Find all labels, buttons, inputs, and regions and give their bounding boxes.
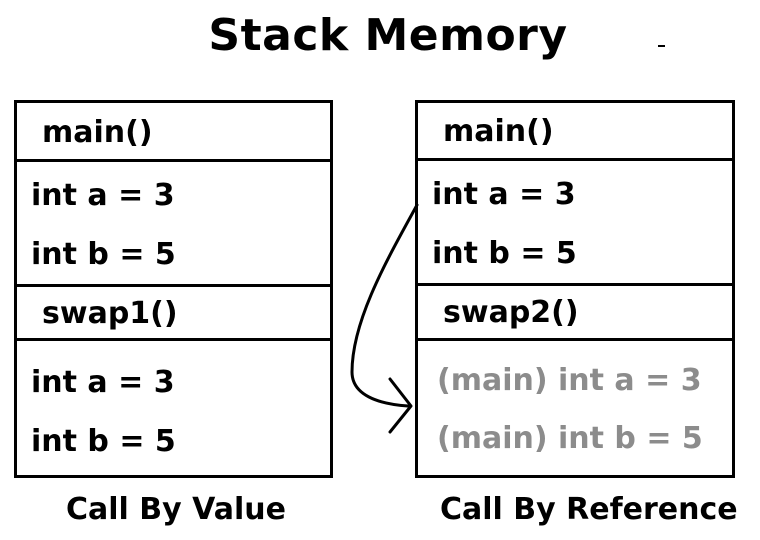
frame-swap1-body: int a = 3 int b = 5: [17, 341, 330, 475]
reference-arrow-head: [388, 377, 413, 434]
caption-call-by-value: Call By Value: [66, 492, 286, 527]
stack-call-by-reference: main() int a = 3 int b = 5 swap2() (main…: [415, 100, 735, 478]
frame-swap2-header: swap2(): [418, 286, 732, 341]
frame-swap1-label: swap1(): [42, 296, 178, 331]
var-a-label: int a = 3: [432, 177, 576, 212]
var-b-label: int b = 5: [31, 237, 176, 272]
frame-main-label: main(): [443, 114, 554, 149]
frame-main-body: int a = 3 int b = 5: [17, 162, 330, 287]
caption-call-by-reference: Call By Reference: [440, 492, 738, 527]
frame-main-header: main(): [17, 103, 330, 162]
var-b-label: int b = 5: [432, 236, 577, 271]
ref-var-a-label: (main) int a = 3: [437, 363, 702, 398]
diagram-title: Stack Memory: [208, 10, 568, 61]
frame-swap2-label: swap2(): [443, 295, 579, 330]
reference-arrow-curve: [350, 203, 419, 408]
stray-dash-mark: [658, 45, 665, 47]
var-b-label: int b = 5: [31, 424, 176, 459]
frame-swap1-header: swap1(): [17, 287, 330, 341]
frame-main-header: main(): [418, 103, 732, 161]
var-a-label: int a = 3: [31, 365, 175, 400]
stack-call-by-value: main() int a = 3 int b = 5 swap1() int a…: [14, 100, 333, 478]
ref-var-b-label: (main) int b = 5: [437, 421, 703, 456]
frame-swap2-body: (main) int a = 3 (main) int b = 5: [418, 341, 732, 475]
frame-main-body: int a = 3 int b = 5: [418, 161, 732, 286]
var-a-label: int a = 3: [31, 178, 175, 213]
frame-main-label: main(): [42, 115, 153, 150]
